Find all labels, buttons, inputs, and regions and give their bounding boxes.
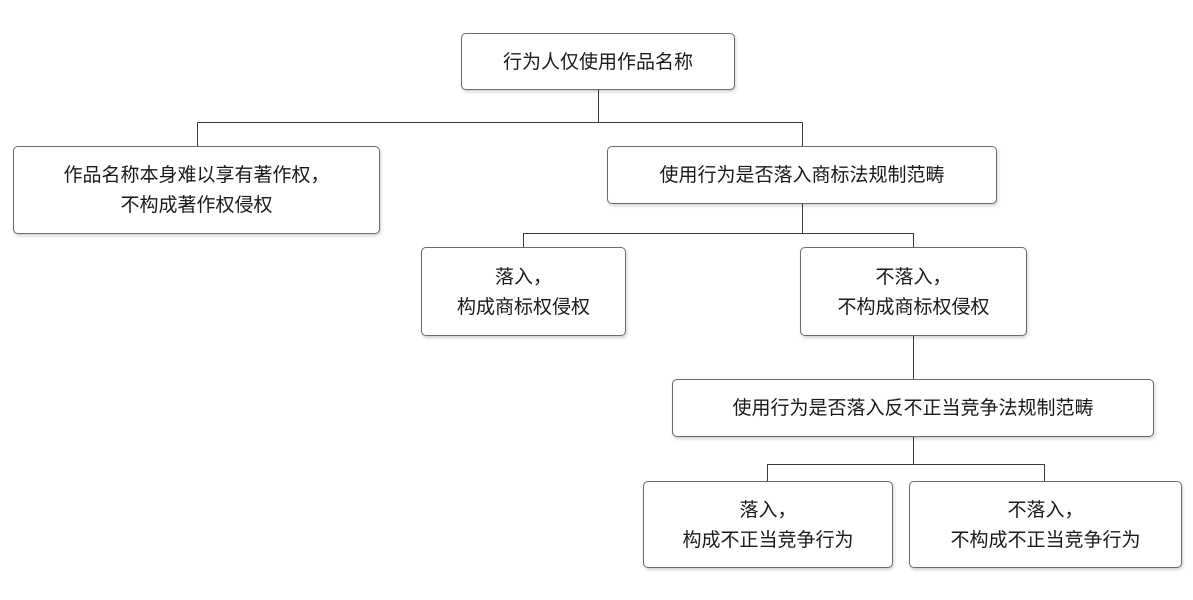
- connector: [802, 122, 804, 146]
- node-text: 作品名称本身难以享有著作权，: [63, 164, 330, 186]
- root-node: 行为人仅使用作品名称: [461, 33, 735, 90]
- connector: [913, 233, 915, 247]
- competition-question-node: 使用行为是否落入反不正当竞争法规制范畴: [672, 379, 1154, 437]
- trademark-no-node: 不落入， 不构成商标权侵权: [800, 247, 1027, 336]
- connector: [197, 122, 199, 146]
- competition-yes-node: 落入， 构成不正当竞争行为: [643, 481, 893, 568]
- node-text: 行为人仅使用作品名称: [502, 50, 693, 73]
- node-text: 使用行为是否落入商标法规制范畴: [659, 164, 945, 186]
- competition-no-node: 不落入， 不构成不正当竞争行为: [909, 481, 1182, 568]
- node-text: 落入，: [739, 498, 797, 521]
- connector: [913, 336, 915, 379]
- node-text: 构成不正当竞争行为: [682, 528, 854, 551]
- connector: [802, 204, 804, 233]
- node-text: 不落入，: [1007, 498, 1084, 521]
- node-text: 落入，: [494, 265, 552, 288]
- connector: [767, 464, 1045, 466]
- connector: [913, 437, 915, 464]
- node-text: 使用行为是否落入反不正当竞争法规制范畴: [732, 397, 1094, 419]
- trademark-question-node: 使用行为是否落入商标法规制范畴: [607, 146, 997, 204]
- connector: [523, 233, 914, 235]
- connector: [1044, 464, 1046, 481]
- node-text: 不落入，: [875, 265, 952, 288]
- connector: [598, 90, 600, 122]
- connector: [767, 464, 769, 481]
- node-text: 不构成不正当竞争行为: [950, 528, 1141, 551]
- node-text: 不构成著作权侵权: [120, 194, 273, 216]
- connector: [197, 122, 803, 124]
- trademark-yes-node: 落入， 构成商标权侵权: [421, 247, 626, 336]
- connector: [523, 233, 525, 247]
- node-text: 不构成商标权侵权: [837, 295, 990, 318]
- copyright-node: 作品名称本身难以享有著作权， 不构成著作权侵权: [13, 146, 380, 234]
- node-text: 构成商标权侵权: [456, 295, 590, 318]
